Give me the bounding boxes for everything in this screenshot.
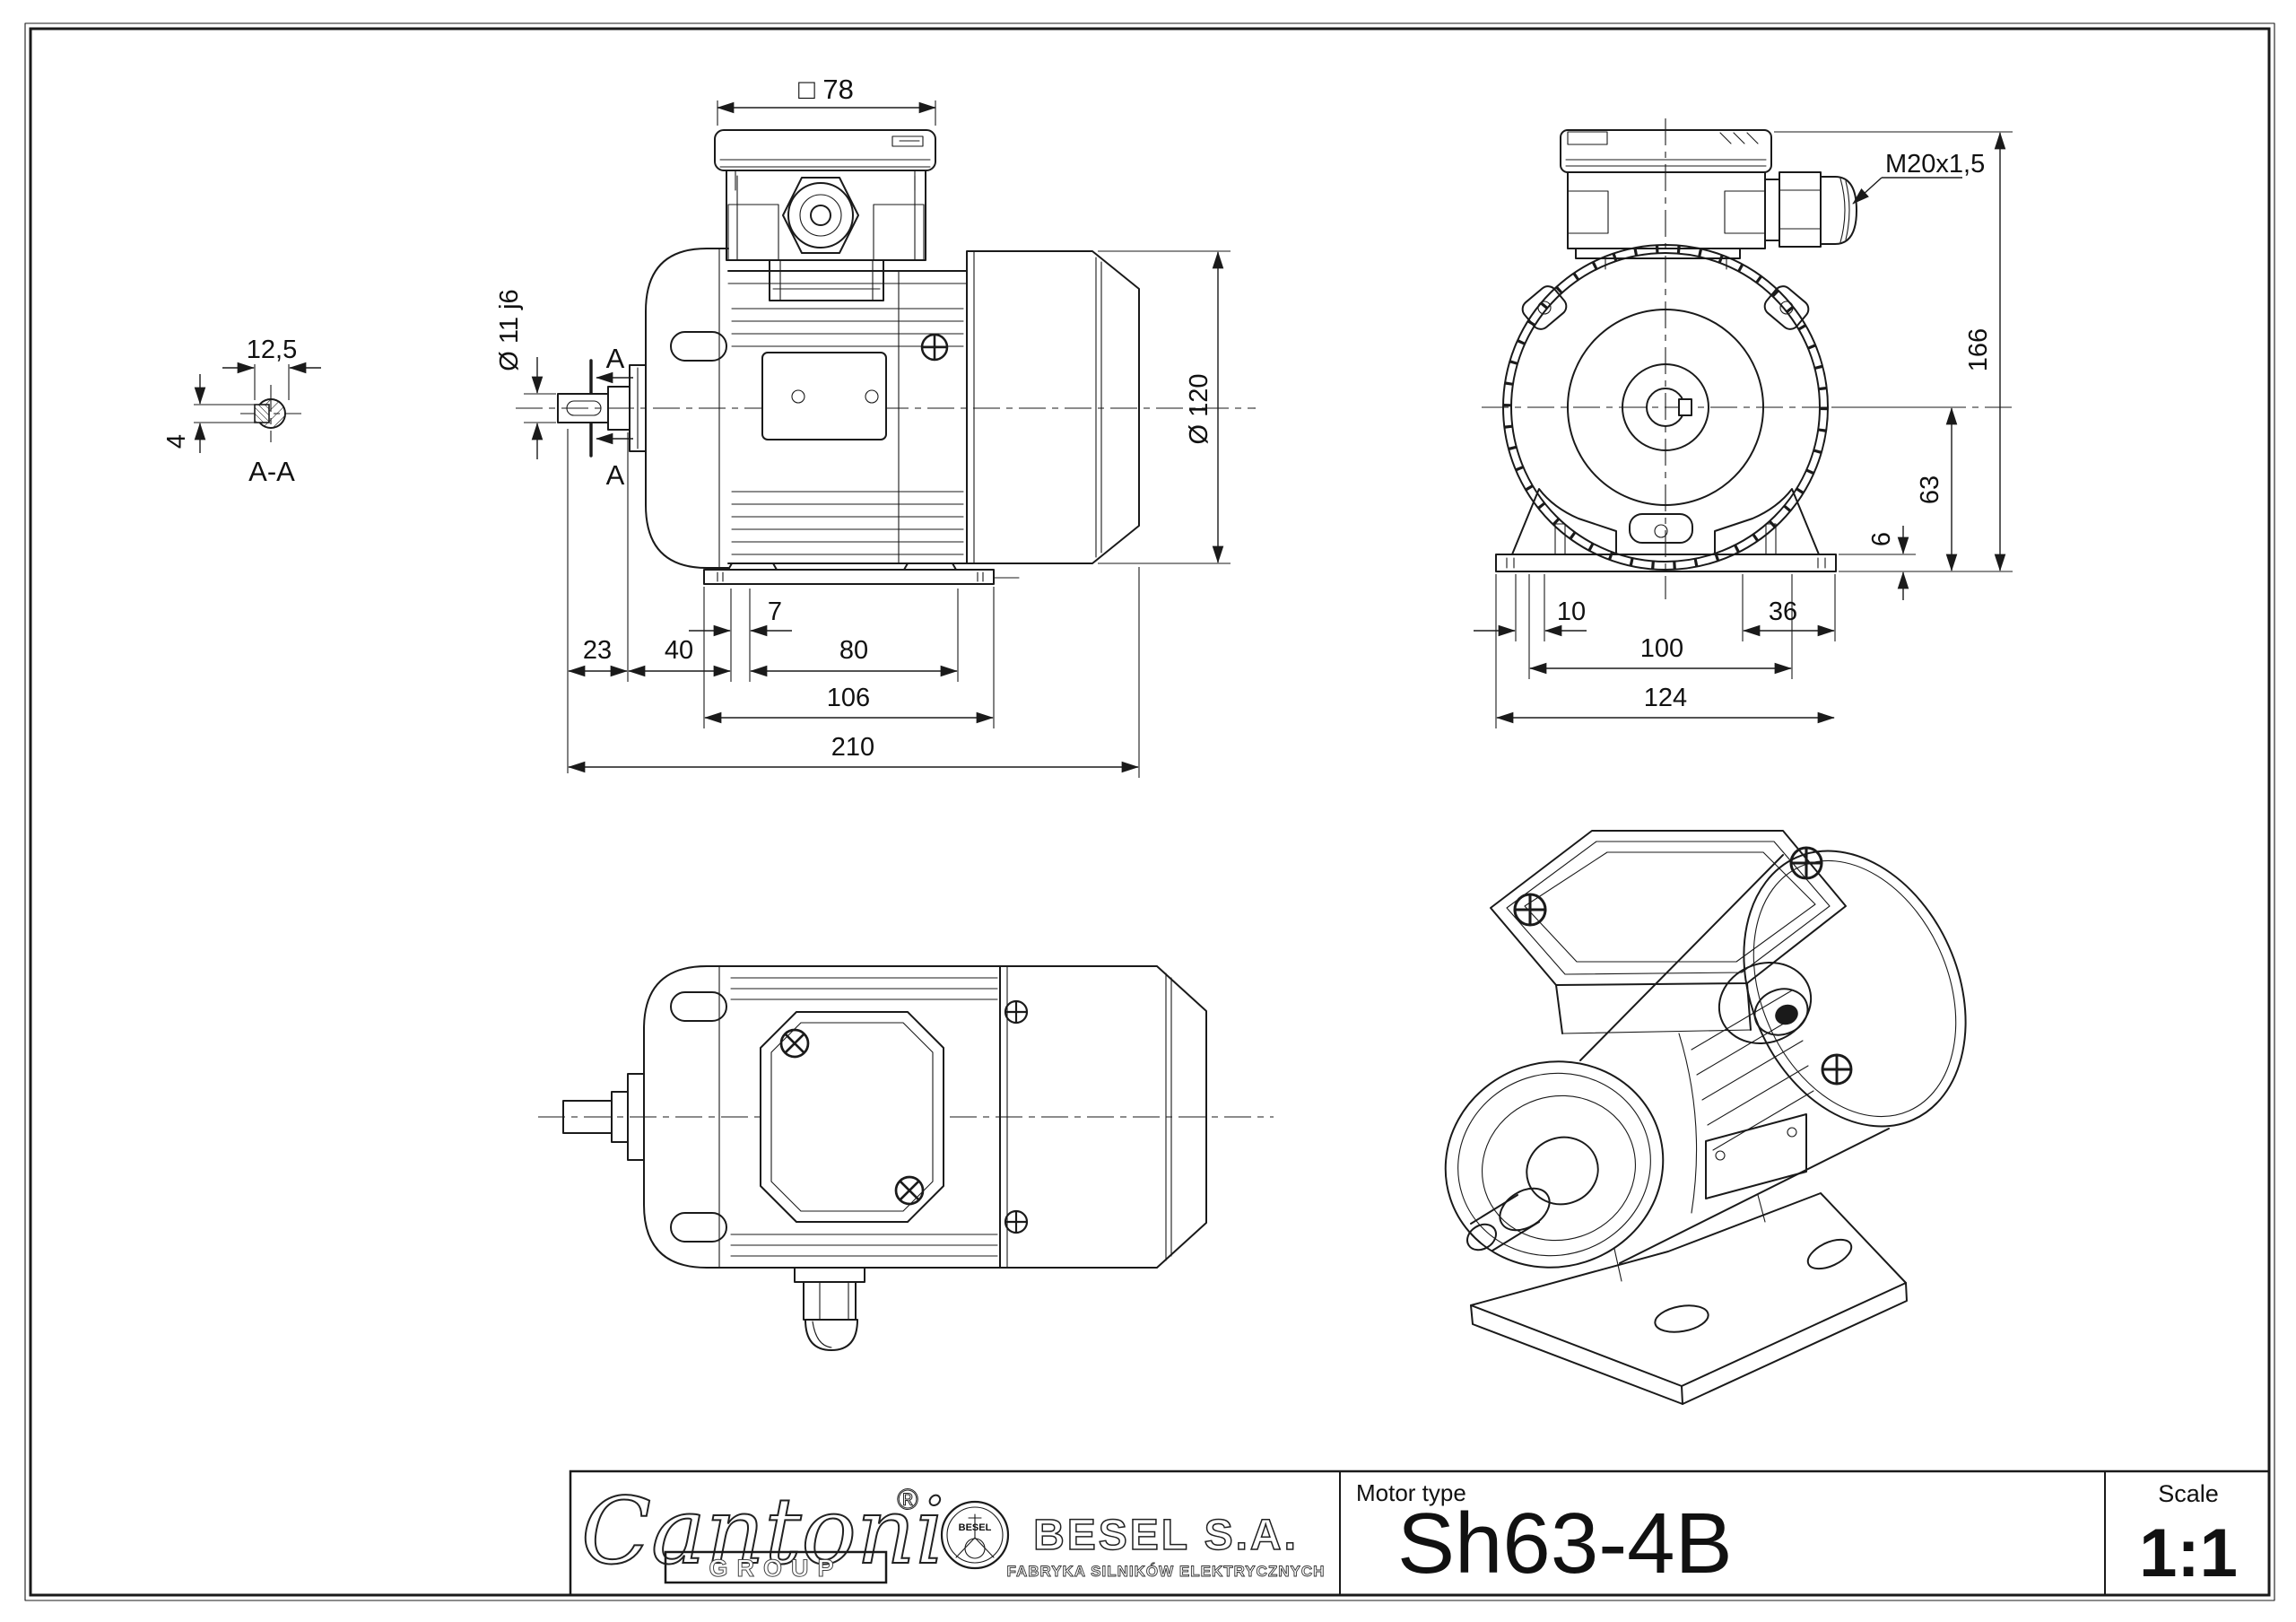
company-name: BESEL S.A. (1033, 1512, 1299, 1559)
foot-slot (1806, 1238, 1853, 1270)
motor-body (727, 270, 968, 564)
gland-thread-label: M20x1,5 (1885, 150, 1985, 179)
dim-shaft-diameter: Ø 11 j6 (495, 289, 524, 371)
dim-edge-offset: 36 (1769, 597, 1797, 626)
cut-mark-a-top: A (606, 343, 625, 374)
dim-foot-width: 124 (1644, 684, 1687, 712)
section-detail-aa: 12,5 4 A-A (162, 336, 321, 487)
company-subtitle: FABRYKA SILNIKÓW ELEKTRYCZNYCH (1007, 1563, 1326, 1580)
iso-front-face (1444, 1060, 1665, 1269)
keyway (1678, 398, 1692, 416)
terminal-box (714, 129, 936, 301)
dim-box-width: □ 78 (798, 74, 854, 105)
sheet-border (24, 22, 2275, 1601)
screw-icon (1004, 999, 1029, 1025)
iso-cable-gland (1718, 961, 1813, 1045)
iso-base (1470, 1192, 1908, 1405)
side-view: A A □ 78 Ø 11 j6 Ø 120 (495, 74, 1256, 778)
key-section (254, 404, 270, 423)
iso-terminal-box (1490, 830, 1847, 1034)
motor-type-value: Sh63-4B (1397, 1496, 1733, 1591)
screw-icon (1513, 893, 1547, 927)
side-view-dimensions: □ 78 Ø 11 j6 Ø 120 7 23 40 (495, 74, 1231, 778)
keyway (566, 400, 602, 416)
screw-icon (920, 333, 949, 362)
dim-front-length: 40 (665, 636, 693, 665)
cable-gland-top (794, 1267, 865, 1351)
motor-type-cell: Motor type Sh63-4B (1356, 1479, 1733, 1591)
terminal-box-lid (760, 1011, 944, 1223)
shaft (557, 364, 647, 452)
fan-cover (999, 965, 1207, 1269)
screw-icon (1789, 846, 1823, 880)
cable-gland-front (1764, 171, 1857, 248)
front-view-dimensions: 166 63 6 10 36 100 124 (1474, 131, 2013, 728)
besel-logotype: BESEL S.A. FABRYKA SILNIKÓW ELEKTRYCZNYC… (1006, 1511, 1326, 1580)
roundel-text: BESEL (959, 1522, 992, 1533)
lid-vent (1567, 131, 1608, 145)
top-view (538, 965, 1274, 1351)
scale-label: Scale (2158, 1480, 2219, 1507)
mounting-foot (703, 562, 1020, 585)
attachment-ears (1521, 285, 1810, 330)
dim-section-width: 12,5 (247, 336, 297, 364)
title-block: Cantoni ® GROUP BESEL BESEL S.A. FABRYKA… (569, 1469, 2271, 1597)
nameplate (761, 352, 887, 440)
cut-mark-a-bottom: A (606, 459, 625, 491)
motor-type-label: Motor type (1356, 1479, 1466, 1506)
fan-cover (966, 250, 1140, 564)
gland-leader: M20x1,5 (1852, 150, 1985, 205)
section-label: A-A (248, 456, 295, 487)
front-feet (1495, 488, 1837, 572)
dim-hole-span: 100 (1640, 634, 1683, 663)
lid-vent (891, 135, 924, 147)
lifting-lug (670, 991, 727, 1022)
isometric-view (1444, 830, 1967, 1405)
dim-section-height: 4 (162, 434, 191, 449)
scale-cell: Scale 1:1 (2139, 1480, 2238, 1591)
scale-value: 1:1 (2139, 1515, 2238, 1591)
iso-fan-cover (1743, 850, 1967, 1128)
cable-gland-nut (782, 177, 859, 254)
front-endshield (645, 248, 729, 569)
iso-nameplate (1705, 1113, 1807, 1199)
front-view: M20x1,5 166 63 (1474, 118, 2016, 728)
cooling-fins (1502, 244, 1829, 571)
dim-shaft-height: 63 (1916, 475, 1944, 504)
dim-hole-span: 80 (839, 636, 868, 665)
foot-slot (1654, 1304, 1709, 1333)
dim-total-height: 166 (1964, 328, 1993, 371)
dim-foot-length: 106 (827, 684, 870, 712)
section-cut-marks: A A (589, 343, 633, 491)
cantoni-logo: Cantoni ® GROUP (580, 1478, 945, 1586)
lifting-lug (670, 1212, 727, 1243)
dim-body-diameter: Ø 120 (1185, 374, 1213, 445)
dim-hole-offset: 10 (1557, 597, 1586, 626)
brand-name: Cantoni (581, 1478, 944, 1585)
dim-shaft-length: 23 (583, 636, 612, 665)
brand-group-label: GROUP (709, 1555, 842, 1582)
lifting-lug (670, 331, 727, 362)
front-endshield (643, 965, 729, 1269)
iso-shaft-end (1466, 1223, 1497, 1251)
registered-mark: ® (897, 1483, 918, 1515)
iso-ribs (1691, 990, 1814, 1151)
dim-foot-thickness: 6 (1867, 532, 1896, 546)
screw-icon (1004, 1209, 1029, 1234)
cable-gland (787, 182, 854, 249)
dim-key-length: 7 (768, 597, 782, 626)
dim-total-length: 210 (831, 733, 874, 762)
screw-icon (1821, 1053, 1853, 1086)
front-body-circles (1502, 244, 1829, 571)
besel-roundel: BESEL (940, 1500, 1010, 1570)
